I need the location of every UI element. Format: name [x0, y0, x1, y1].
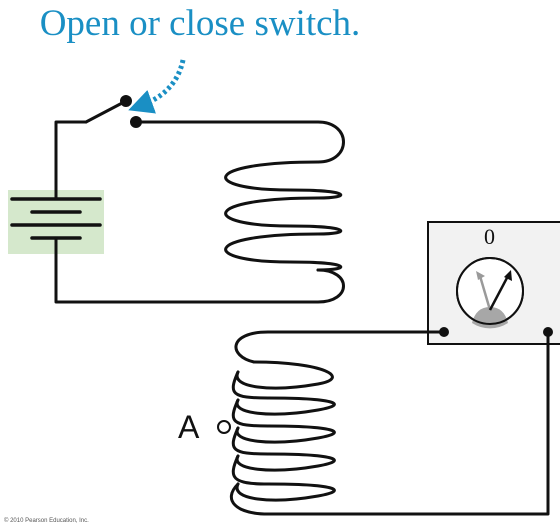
switch-pointer-arrow: [128, 59, 186, 114]
copyright-notice: © 2010 Pearson Education, Inc.: [4, 518, 89, 524]
point-a-label: A: [178, 409, 200, 445]
primary-coil: [224, 160, 343, 272]
wire-switch-to-coil: [134, 120, 345, 164]
point-a-marker: [217, 420, 231, 434]
needle-rest: [478, 275, 492, 311]
wire-battery-to-switch: [54, 120, 88, 201]
needle-active-tip: [504, 270, 512, 281]
wire-coil-to-meter: [230, 330, 550, 516]
primary-circuit: [8, 95, 345, 304]
caption-text: Open or close switch.: [39, 3, 361, 44]
switch-contact-top: [120, 95, 132, 107]
galvanometer: [427, 221, 560, 345]
needle-rest-tip: [476, 271, 485, 280]
needle-active: [488, 275, 510, 311]
wire-meter-to-coil: [234, 330, 446, 364]
wire-coil-to-battery: [54, 236, 345, 304]
secondary-circuit: [230, 330, 550, 516]
meter-zero-label: 0: [484, 224, 495, 249]
switch-blade[interactable]: [84, 99, 128, 124]
secondary-coil: [231, 360, 336, 502]
